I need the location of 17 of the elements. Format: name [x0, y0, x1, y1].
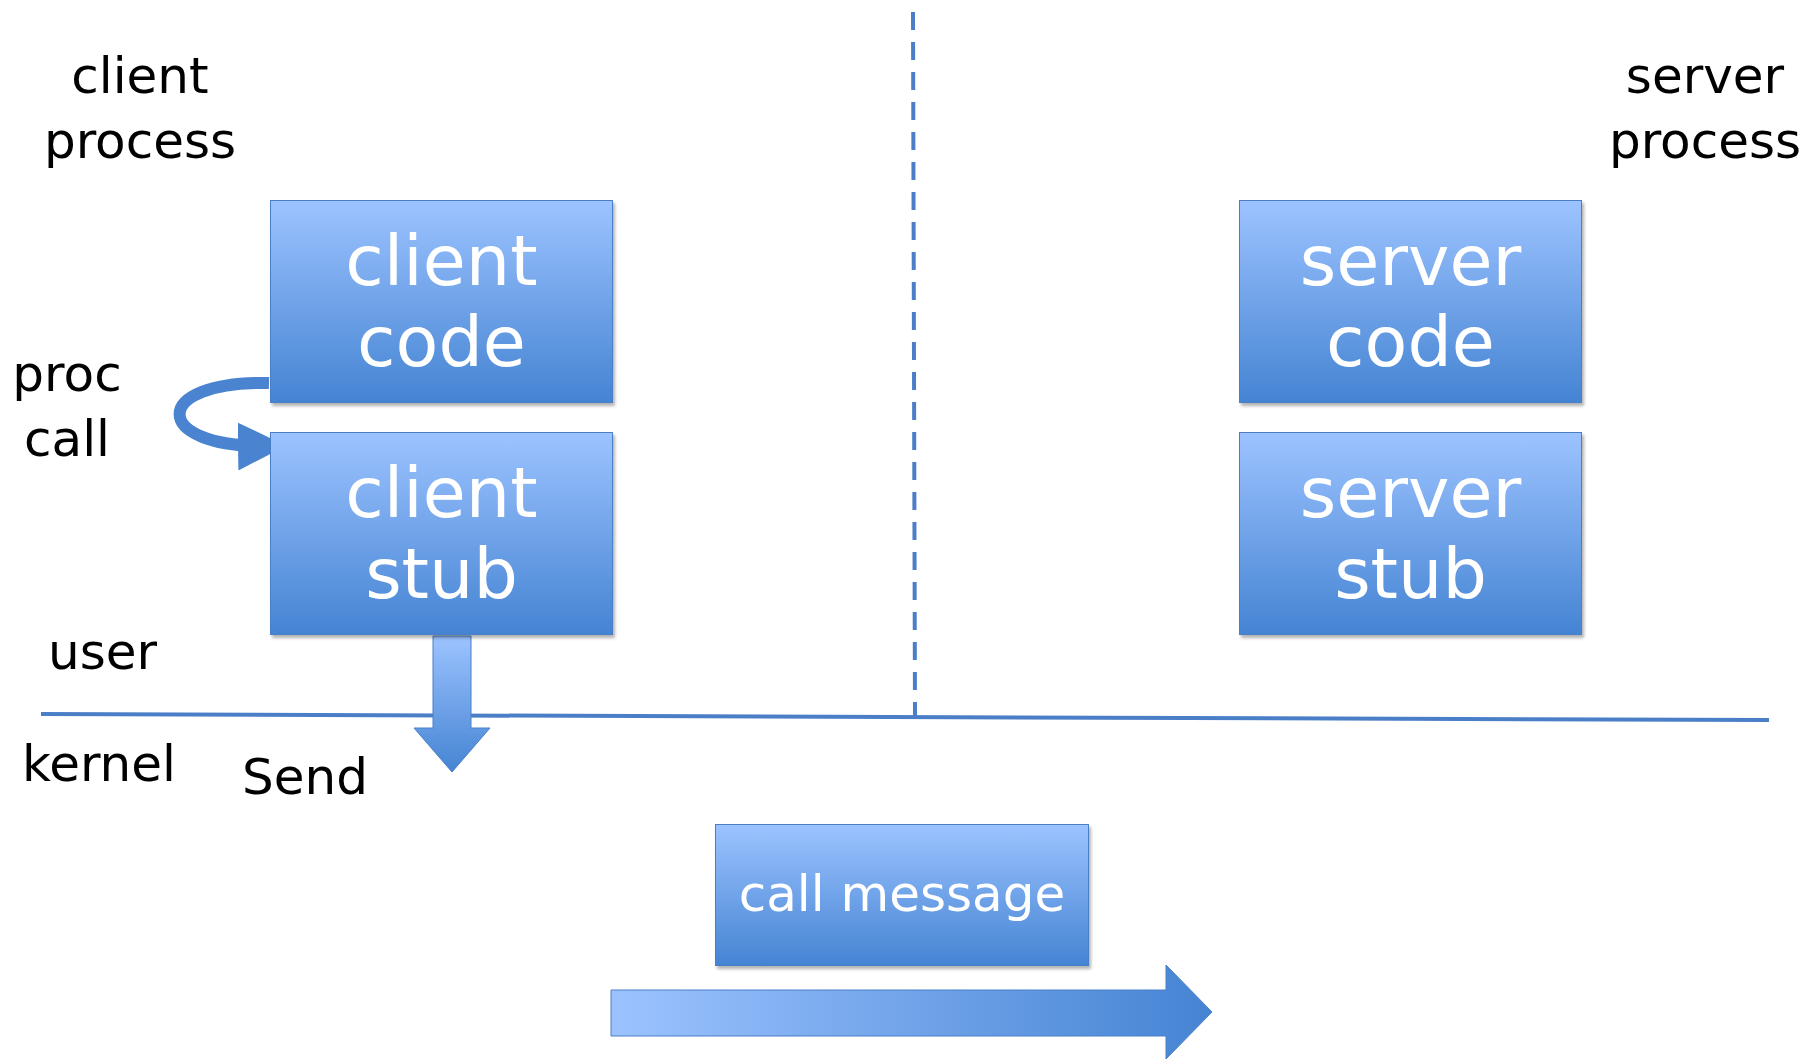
edge-label: Send: [241, 747, 369, 808]
edge-label: proc call: [11, 344, 123, 470]
box-label: server stub: [1298, 453, 1523, 614]
process-box: [270, 200, 613, 403]
region-label: kernel: [22, 734, 177, 795]
process-box: [1239, 432, 1582, 635]
box-label: call message: [738, 866, 1066, 924]
region-label: user: [48, 622, 159, 683]
box-label: client stub: [344, 453, 539, 614]
process-box: [715, 824, 1089, 966]
region-label: server process: [1607, 46, 1803, 172]
arrow: [413, 635, 491, 773]
process-box: [1239, 200, 1582, 403]
process-box: [270, 432, 613, 635]
region-label: client process: [42, 46, 238, 172]
box-label: client code: [344, 221, 539, 382]
box-label: server code: [1298, 221, 1523, 382]
